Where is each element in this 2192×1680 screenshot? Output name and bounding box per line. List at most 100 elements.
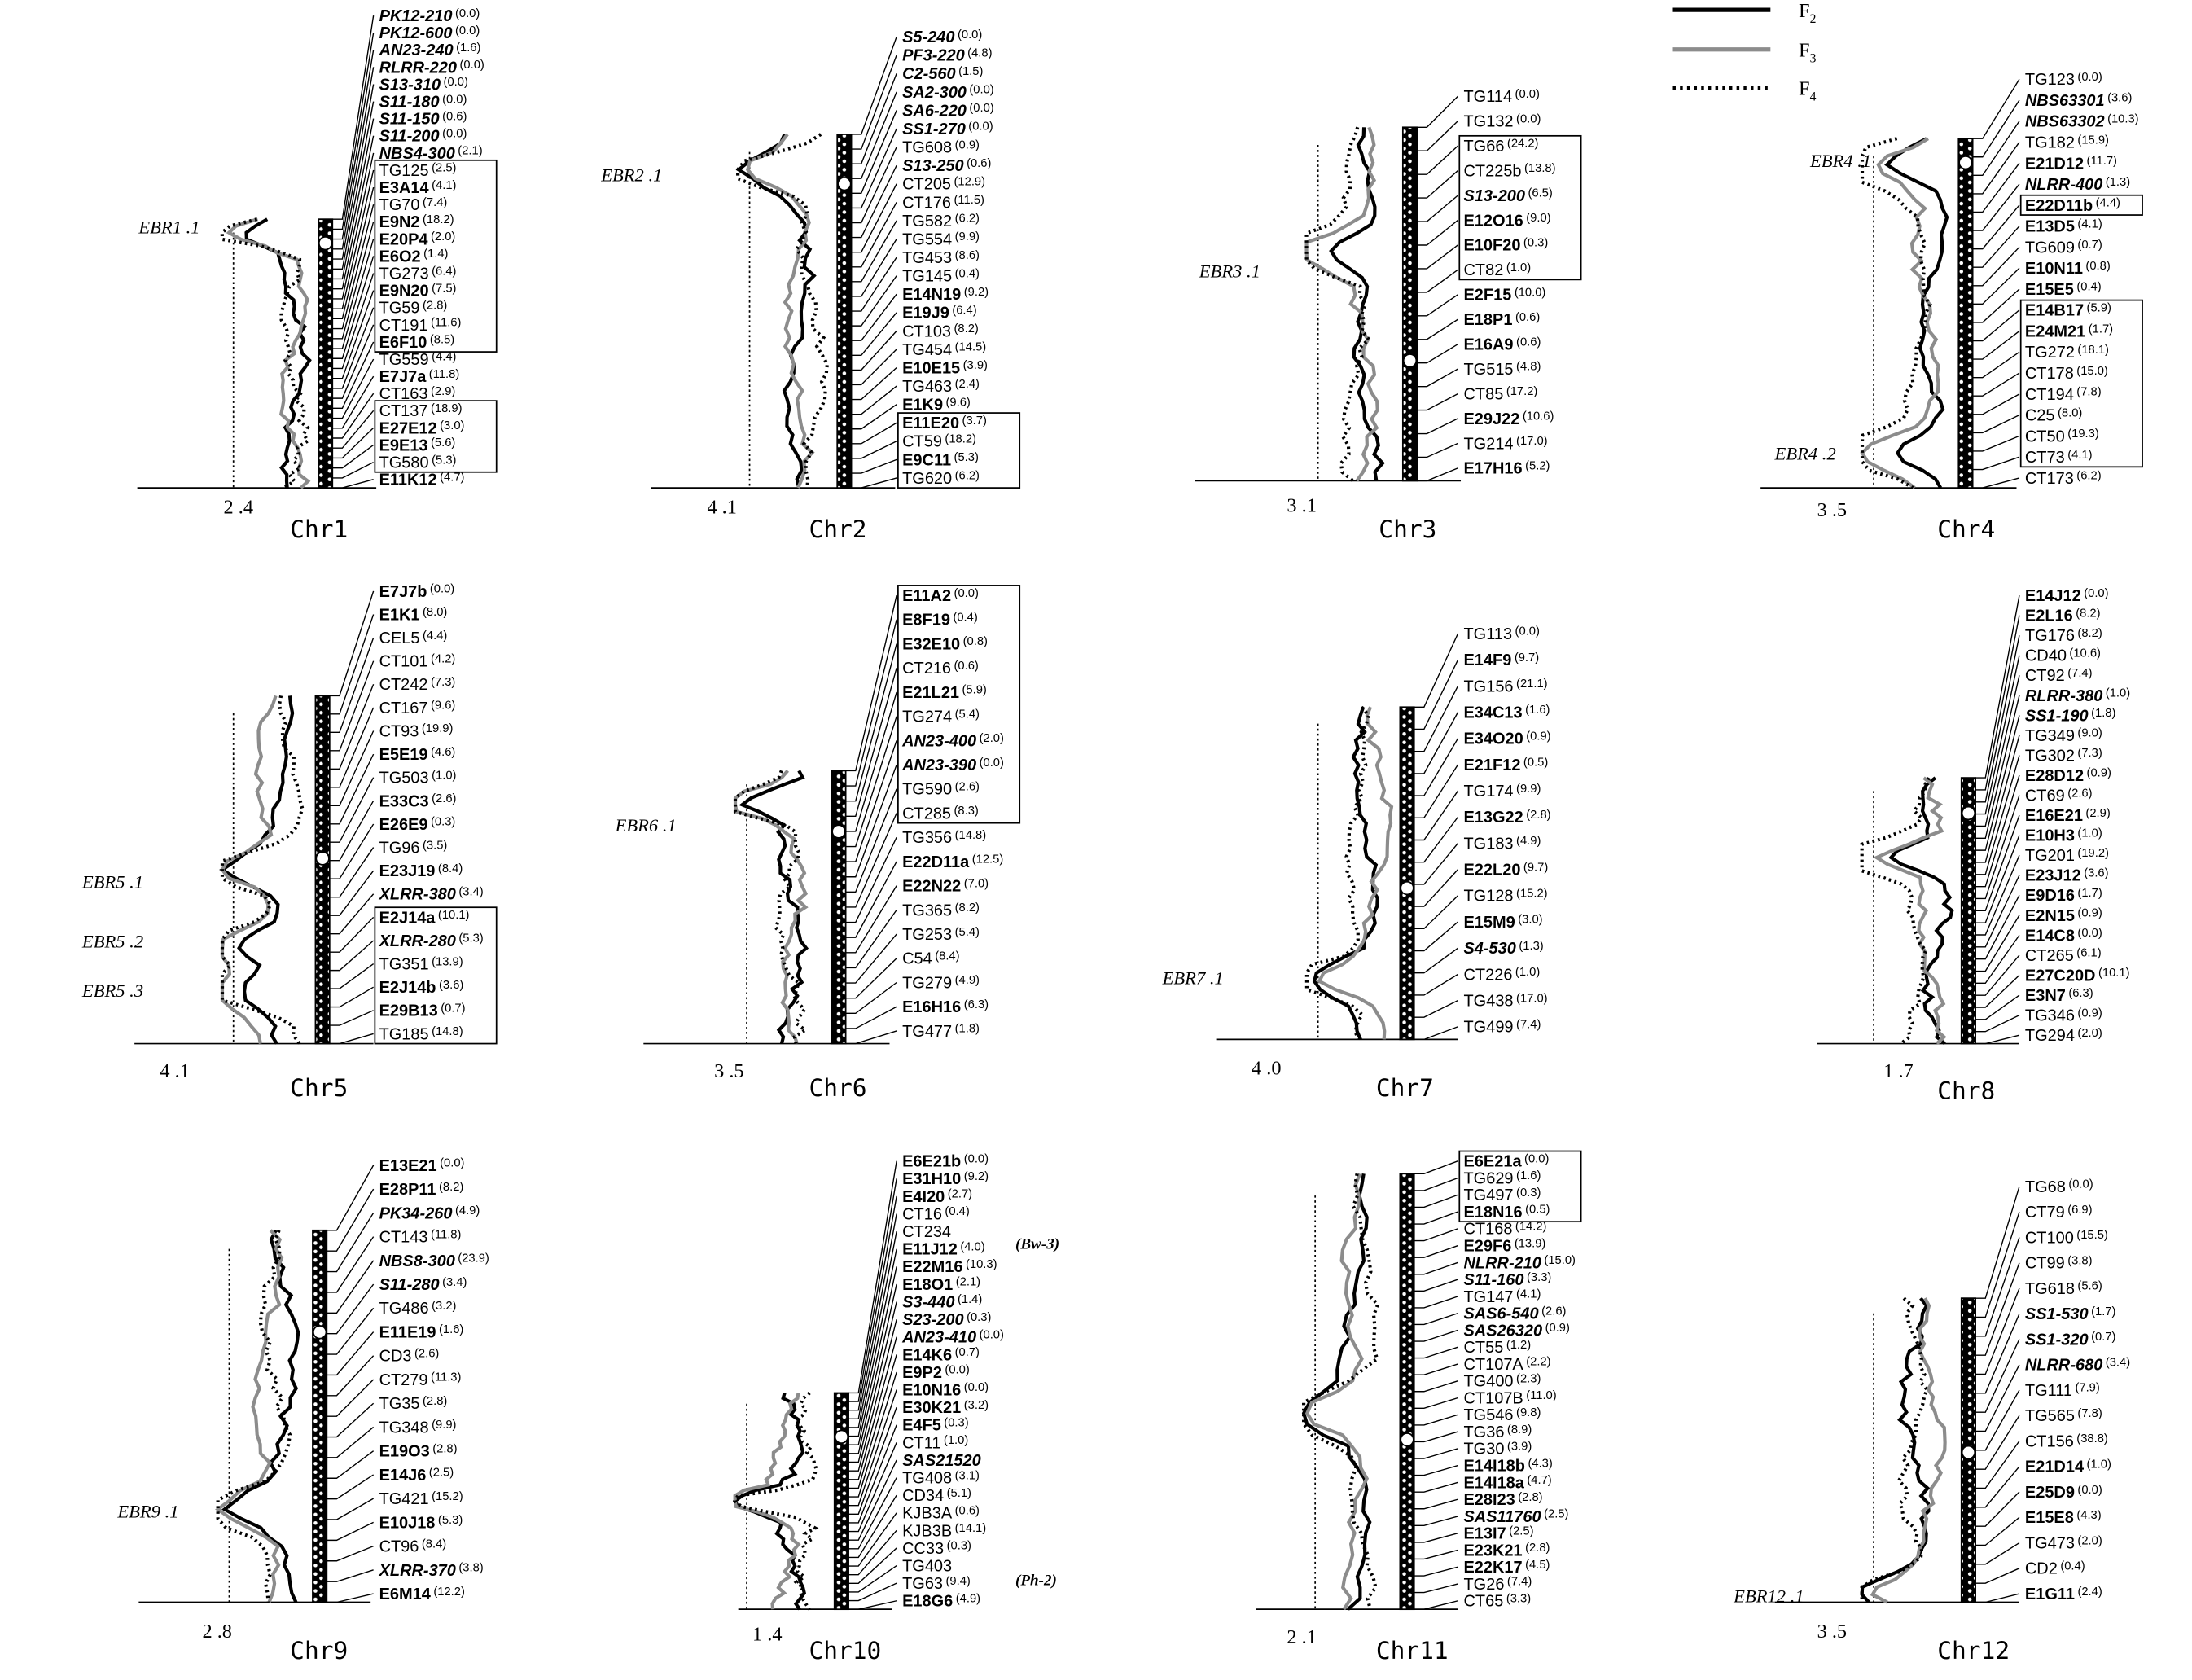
marker-distance: (15.9) xyxy=(2077,134,2109,147)
marker-name: CT55 xyxy=(1463,1339,1503,1357)
marker-distance: (18.1) xyxy=(2077,344,2109,357)
marker-distance: (0.3) xyxy=(431,816,455,829)
centromere-icon xyxy=(837,177,852,191)
ebr-label: EBR4 .2 xyxy=(1774,443,1836,463)
marker-connector xyxy=(845,788,897,893)
marker-connector xyxy=(1417,195,1458,222)
marker-label: CT242(7.3) xyxy=(379,676,456,694)
marker-distance: (3.0) xyxy=(1518,914,1542,927)
marker-label: TG454(14.5) xyxy=(902,341,986,359)
chromosome-panel-chr12: TG68(0.0)CT79(6.9)CT100(15.5)CT99(3.8)TG… xyxy=(1733,1178,2130,1665)
marker-label: TG609(0.7) xyxy=(2025,239,2102,257)
marker-name: CT101 xyxy=(379,653,428,671)
marker-distance: (19.3) xyxy=(2067,428,2099,441)
marker-distance: (8.0) xyxy=(2058,406,2082,419)
marker-label: E29F6(13.9) xyxy=(1463,1237,1545,1255)
marker-name: C25 xyxy=(2025,407,2055,425)
marker-label: E9P2(0.0) xyxy=(902,1364,970,1382)
marker-name: S13-250 xyxy=(902,157,964,175)
threshold-value-label: 1 .7 xyxy=(1883,1060,1913,1082)
marker-distance: (4.9) xyxy=(956,1592,980,1605)
marker-connector xyxy=(332,393,375,439)
marker-connector xyxy=(1972,372,2020,397)
marker-name: TG185 xyxy=(379,1025,429,1043)
marker-name: E6M14 xyxy=(379,1586,431,1603)
marker-label: E4I20(2.7) xyxy=(902,1188,972,1206)
marker-label: TG356(14.8) xyxy=(902,829,986,847)
marker-label: E14N19(9.2) xyxy=(902,286,989,304)
marker-label: AN23-390(0.0) xyxy=(901,757,1004,774)
threshold-value-label: 2 .1 xyxy=(1287,1626,1316,1648)
marker-connector xyxy=(1417,294,1458,317)
marker-distance: (8.2) xyxy=(2076,607,2100,620)
marker-name: CT73 xyxy=(2025,449,2065,467)
marker-name: S4-530 xyxy=(1463,940,1515,958)
marker-label: E2L16(8.2) xyxy=(2025,607,2101,625)
marker-label: CT194(7.8) xyxy=(2025,386,2102,404)
marker-label: TG214(17.0) xyxy=(1463,435,1547,453)
ebr-label: EBR5 .1 xyxy=(81,872,143,893)
marker-name: E6F10 xyxy=(379,334,427,352)
marker-connector xyxy=(329,986,374,1008)
marker-label: S11-200(0.0) xyxy=(379,128,467,146)
marker-label: TG36(8.9) xyxy=(1463,1423,1532,1441)
lod-curve-f2 xyxy=(1888,776,1954,1046)
marker-name: E3A14 xyxy=(379,179,429,197)
gene-note-label: (Bw-3) xyxy=(1015,1235,1059,1252)
marker-name: E21D12 xyxy=(2025,155,2084,173)
chromosome-panel-chr5: E7J7b(0.0)E1K1(8.0)CEL5(4.4)CT101(4.2)CT… xyxy=(81,583,498,1102)
chromosome-label: Chr5 xyxy=(290,1074,348,1102)
centromere-icon xyxy=(1961,805,1976,821)
marker-distance: (0.0) xyxy=(1524,1152,1549,1165)
marker-label: CD34(5.1) xyxy=(902,1487,971,1505)
marker-label: SS1-530(1.7) xyxy=(2025,1305,2116,1323)
marker-distance: (1.6) xyxy=(439,1323,463,1336)
marker-group-box xyxy=(374,906,498,1045)
marker-label: PF3-220(4.8) xyxy=(902,46,992,64)
marker-name: CT163 xyxy=(379,385,428,403)
marker-connector xyxy=(851,201,897,268)
marker-distance: (3.3) xyxy=(1527,1271,1551,1284)
chromosome-panel-chr1: PK12-210(0.0)PK12-600(0.0)AN23-240(1.6)R… xyxy=(137,7,498,543)
marker-label: S11-150(0.6) xyxy=(379,110,467,128)
marker-label: TG182(15.9) xyxy=(2025,134,2109,151)
marker-name: E1K9 xyxy=(902,397,943,415)
marker-distance: (0.4) xyxy=(2076,281,2101,294)
lod-curve-f2 xyxy=(1301,1173,1372,1611)
lod-curve-f4 xyxy=(1860,777,1931,1046)
marker-connector xyxy=(1975,1593,2020,1603)
marker-connector xyxy=(851,330,897,371)
marker-label: S11-280(3.4) xyxy=(379,1276,467,1294)
marker-name: CT178 xyxy=(2025,365,2074,383)
marker-label: TG128(15.2) xyxy=(1463,888,1547,906)
marker-name: E2N15 xyxy=(2025,907,2075,925)
marker-label: E10H3(1.0) xyxy=(2025,827,2102,844)
marker-distance: (19.9) xyxy=(422,722,454,735)
marker-connector xyxy=(845,861,897,938)
marker-label: E13I7(2.5) xyxy=(1463,1524,1533,1542)
marker-connector xyxy=(1972,246,2020,287)
marker-distance: (0.6) xyxy=(442,110,467,123)
marker-connector xyxy=(1414,1532,1458,1543)
marker-distance: (13.8) xyxy=(1524,162,1556,175)
marker-label: E6E21a(0.0) xyxy=(1463,1152,1549,1170)
marker-name: E28D12 xyxy=(2025,767,2084,785)
marker-name: E26E9 xyxy=(379,816,428,834)
marker-distance: (2.2) xyxy=(1526,1356,1550,1369)
marker-label: TG274(5.4) xyxy=(902,708,980,726)
marker-label: SAS26320(0.9) xyxy=(1463,1322,1569,1340)
marker-label: CT100(15.5) xyxy=(2025,1229,2108,1247)
marker-label: CT265(6.1) xyxy=(2025,947,2102,965)
marker-distance: (17.0) xyxy=(1516,992,1548,1005)
marker-name: SAS21520 xyxy=(902,1452,981,1470)
threshold-value-label: 2 .4 xyxy=(224,496,253,518)
marker-distance: (0.0) xyxy=(945,1364,969,1377)
gene-note-label: (Ph-2) xyxy=(1015,1573,1057,1590)
lod-curve-f4 xyxy=(220,695,305,1045)
marker-name: S11-180 xyxy=(379,94,440,112)
marker-connector xyxy=(845,836,897,923)
marker-label: E30K21(3.2) xyxy=(902,1399,989,1417)
marker-distance: (10.6) xyxy=(1523,410,1554,423)
marker-name: E2L16 xyxy=(2025,608,2073,625)
marker-connector xyxy=(1975,774,2020,888)
